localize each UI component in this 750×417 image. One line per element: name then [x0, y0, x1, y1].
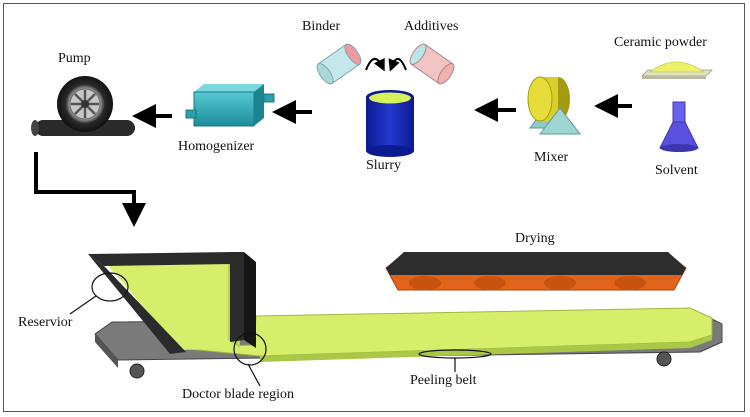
binder-label: Binder [302, 19, 341, 34]
doctor-blade [230, 252, 244, 342]
homogenizer [185, 84, 275, 127]
doctor-blade-region-label: Doctor blade region [182, 387, 294, 402]
ceramic-powder-tray [641, 61, 713, 79]
homogenizer-label: Homogenizer [178, 139, 255, 154]
reservior-label: Reservior [18, 315, 73, 330]
binder-container [316, 43, 362, 85]
additives-container [409, 43, 455, 85]
binder-pour-arrow [365, 57, 385, 72]
callouts [69, 272, 492, 387]
doctor-blade-highlight [233, 332, 267, 366]
drying-label: Drying [515, 231, 555, 246]
slurry-label: Slurry [366, 158, 401, 173]
additives-label: Additives [404, 19, 459, 34]
peeling-belt-label: Peeling belt [410, 373, 477, 388]
slurry-container [366, 90, 414, 157]
ceramic-powder-label: Ceramic powder [614, 35, 707, 50]
reservoir-wall [88, 252, 232, 266]
additives-pour-arrow [388, 58, 407, 72]
doctor-blade-leader [247, 363, 261, 387]
mixer-label: Mixer [534, 150, 569, 165]
solvent-funnel [659, 101, 699, 152]
wheel-left [129, 363, 145, 379]
tape-casting-machine [88, 252, 723, 379]
reservoir-highlight [91, 272, 129, 302]
pump [31, 76, 135, 136]
pump-label: Pump [58, 51, 91, 66]
arrow-pump-to-reservoir [34, 152, 146, 227]
process-arrows [34, 94, 632, 227]
solvent-label: Solvent [655, 163, 698, 178]
mixer [527, 76, 582, 135]
reservoir-slurry [100, 256, 240, 350]
wheel-right [656, 351, 672, 367]
reservoir-leader [69, 295, 97, 315]
drying-heater [385, 252, 687, 291]
